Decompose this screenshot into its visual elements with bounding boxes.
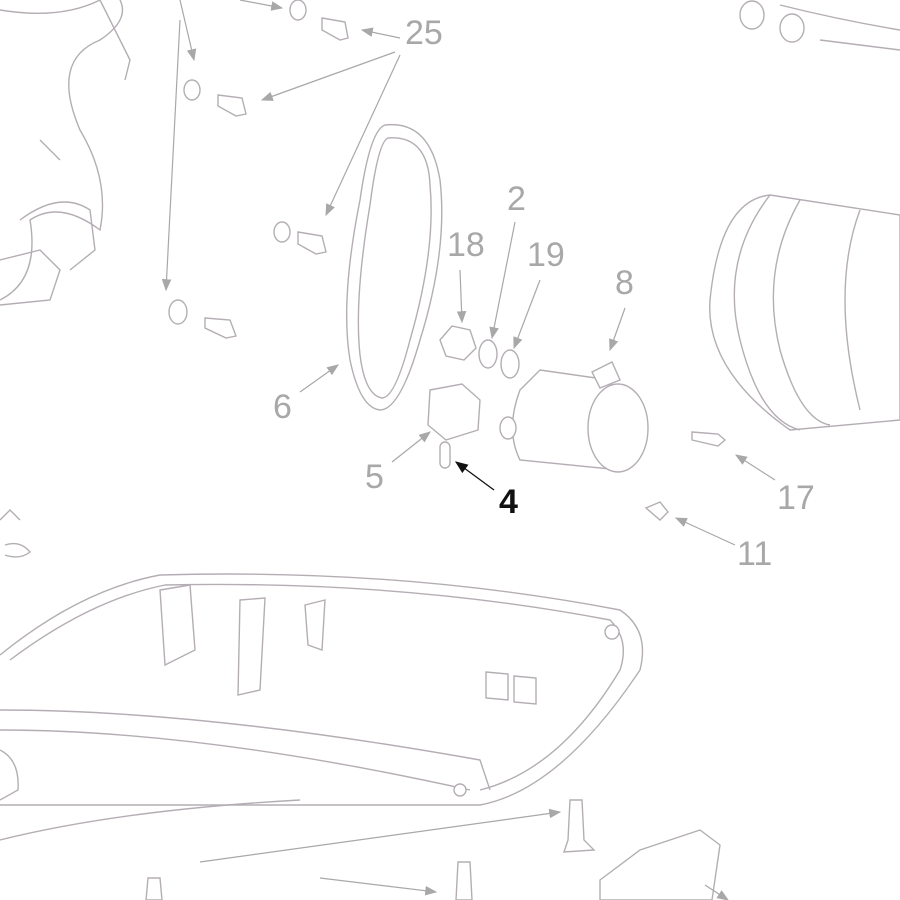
gear-washer	[478, 339, 498, 369]
motor	[499, 361, 649, 473]
washer	[500, 349, 520, 379]
callout-4: 4	[499, 483, 518, 521]
left-housing	[0, 0, 131, 306]
nut	[439, 325, 477, 361]
washers-screws	[168, 0, 727, 521]
pinion-gear	[427, 383, 481, 441]
drum	[709, 194, 900, 431]
belt	[345, 123, 443, 411]
callout-17: 17	[777, 479, 815, 517]
callout-8: 8	[615, 264, 634, 302]
top-right-parts	[739, 0, 900, 51]
pin	[439, 441, 451, 469]
callout-2: 2	[507, 180, 526, 218]
callout-11: 11	[737, 535, 773, 573]
base-housing	[0, 573, 644, 841]
callout-25: 25	[405, 14, 443, 52]
callout-19: 19	[527, 236, 565, 274]
callout-5: 5	[365, 458, 384, 496]
bottom-parts	[0, 509, 721, 900]
callout-6: 6	[273, 388, 292, 426]
leader-lines	[161, 0, 776, 900]
callout-18: 18	[447, 226, 485, 264]
